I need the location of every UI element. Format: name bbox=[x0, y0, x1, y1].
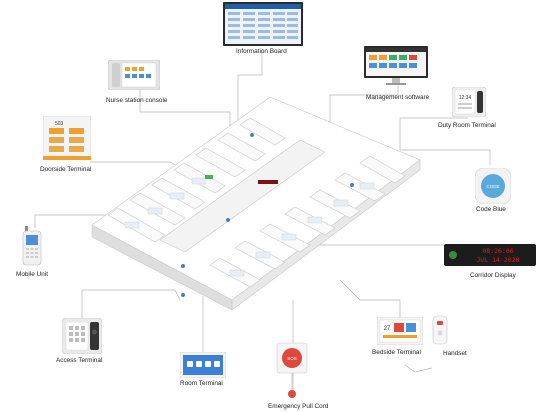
bedside-terminal-device: 27 bbox=[377, 317, 423, 345]
mobile-unit-device bbox=[22, 226, 42, 266]
emergency-pull-cord-label: Emergency Pull Cord bbox=[268, 403, 329, 410]
management-software-device bbox=[364, 46, 428, 86]
bedside-number-text: 27 bbox=[384, 326, 391, 332]
handset-label: Handset bbox=[443, 350, 467, 357]
mobile-unit-label: Mobile Unit bbox=[16, 271, 48, 278]
code-blue-label: Code Blue bbox=[476, 206, 506, 213]
duty-room-terminal-label: Duty Room Terminal bbox=[438, 122, 496, 129]
corridor-display-label: Corridor Display bbox=[470, 272, 516, 279]
doorside-number-text: 503 bbox=[55, 121, 64, 127]
emergency-pull-cord-device: SOS bbox=[276, 342, 310, 402]
code-blue-button-text: CODE bbox=[486, 184, 499, 189]
bedside-terminal-label: Bedside Terminal bbox=[372, 349, 421, 356]
room-furniture bbox=[124, 177, 375, 277]
access-terminal-label: Access Terminal bbox=[56, 357, 103, 364]
doorside-terminal-device: 503 bbox=[43, 116, 91, 160]
access-terminal-device bbox=[62, 318, 102, 354]
information-board-device bbox=[223, 2, 303, 46]
doorside-terminal-label: Doorside Terminal bbox=[40, 166, 92, 173]
building-floor bbox=[91, 96, 421, 311]
nurse-desk-marker bbox=[205, 175, 213, 179]
handset-device bbox=[432, 315, 448, 345]
duty-time-text: 12:34 bbox=[459, 95, 472, 101]
room-terminal-device bbox=[180, 352, 226, 378]
information-board-label: Information Board bbox=[236, 48, 287, 55]
nurse-station-console-label: Nurse station console bbox=[106, 97, 168, 104]
room-terminal-label: Room Terminal bbox=[180, 380, 223, 387]
people bbox=[181, 133, 354, 297]
code-blue-device: CODE bbox=[475, 168, 511, 204]
nurse-station-console-device bbox=[108, 60, 160, 90]
pull-cord-button-text: SOS bbox=[287, 356, 297, 361]
corridor-display-device: 08:26:06 JUL 14 2020 bbox=[444, 244, 536, 266]
management-software-label: Management software bbox=[366, 94, 430, 101]
connector-lines bbox=[34, 50, 491, 390]
duty-room-terminal-device: 12:34 bbox=[452, 87, 486, 117]
corridor-led-in-plan bbox=[258, 180, 278, 184]
corridor-line-2: JUL 14 2020 bbox=[476, 256, 519, 264]
corridor-line-1: 08:26:06 bbox=[482, 247, 513, 255]
